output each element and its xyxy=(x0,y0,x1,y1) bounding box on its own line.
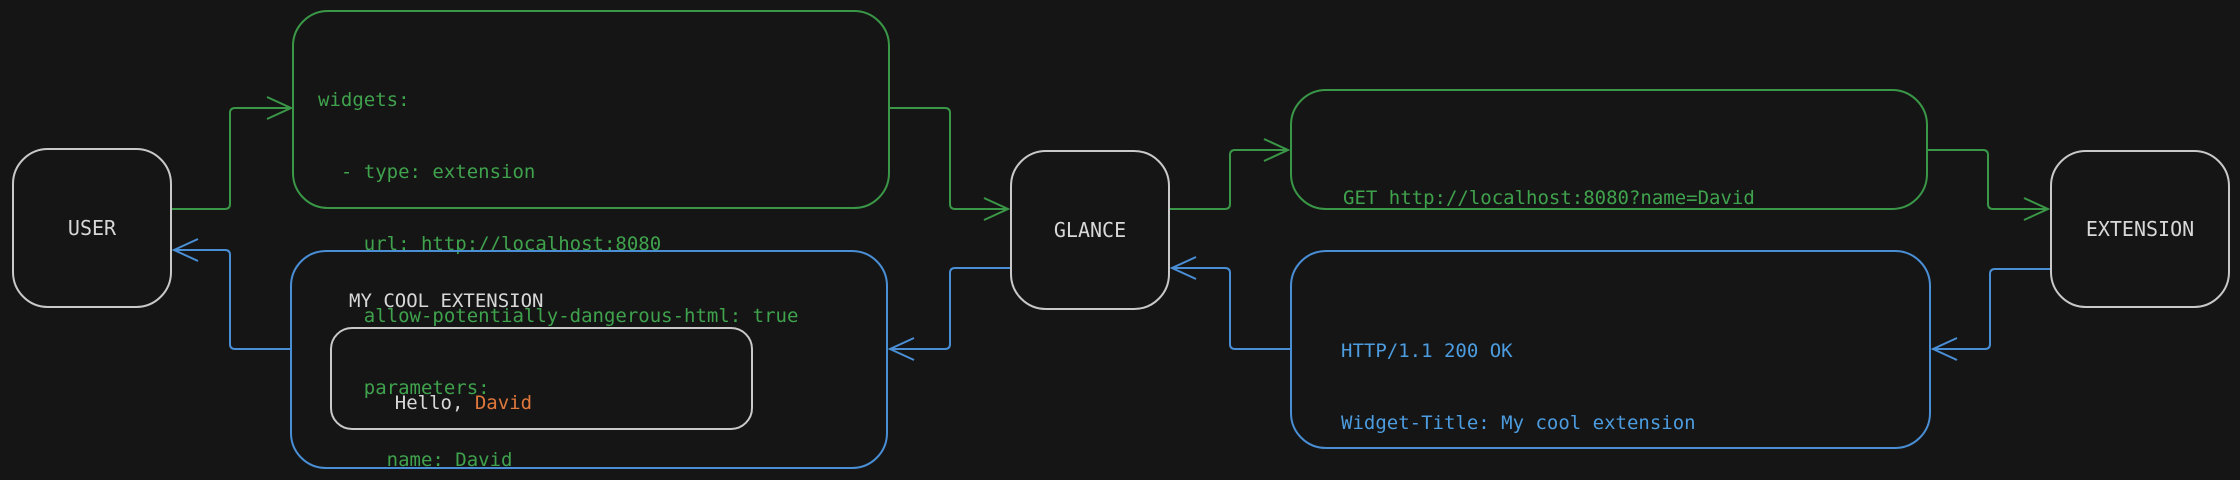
config-line: allow-potentially-dangerous-html: true xyxy=(318,305,799,327)
config-yaml-box xyxy=(292,10,890,209)
response-line: Widget-Title: My cool extension xyxy=(1341,412,1696,434)
user-node: USER xyxy=(12,148,172,308)
user-node-label: USER xyxy=(67,216,117,240)
config-yaml-text: widgets: - type: extension url: http://l… xyxy=(318,40,798,480)
widget-title: MY COOL EXTENSION xyxy=(349,290,544,312)
widget-greeting: Hello, David xyxy=(349,367,532,439)
response-line: HTTP/1.1 200 OK xyxy=(1341,340,1513,362)
wire-config-to-glance xyxy=(890,107,1011,221)
wire-widget-to-user xyxy=(171,238,290,350)
config-line: name: David xyxy=(318,449,513,471)
glance-node: GLANCE xyxy=(1010,150,1170,310)
config-line: url: http://localhost:8080 xyxy=(318,233,662,255)
glance-node-label: GLANCE xyxy=(1053,218,1127,242)
wire-response-to-glance xyxy=(1169,256,1290,350)
rendered-widget-box xyxy=(290,250,888,469)
http-request-box xyxy=(1290,89,1928,210)
http-response-text: HTTP/1.1 200 OK Widget-Title: My cool ex… xyxy=(1341,291,1879,480)
config-line: widgets: xyxy=(318,89,410,111)
request-line: GET http://localhost:8080?name=David xyxy=(1343,187,1755,209)
extension-node: EXTENSION xyxy=(2050,150,2230,308)
wire-glance-to-widget xyxy=(887,267,1010,361)
widget-content-box xyxy=(330,327,753,430)
extension-node-label: EXTENSION xyxy=(2085,217,2195,241)
greeting-name: David xyxy=(474,392,533,414)
http-request-text: GET http://localhost:8080?name=David xyxy=(1343,138,1755,258)
wire-user-to-config xyxy=(172,96,294,210)
config-line: parameters: xyxy=(318,377,490,399)
wire-extension-to-response xyxy=(1930,268,2050,361)
wire-glance-to-request xyxy=(1170,138,1291,210)
http-response-box xyxy=(1290,250,1931,449)
config-line: - type: extension xyxy=(318,161,536,183)
greeting-prefix: Hello, xyxy=(394,392,475,414)
wire-request-to-extension xyxy=(1928,149,2051,221)
